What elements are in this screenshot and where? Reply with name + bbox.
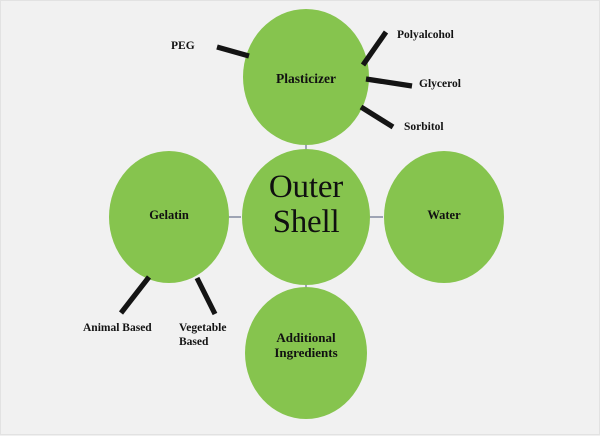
node-circle-plasticizer[interactable] bbox=[243, 9, 369, 145]
branch-line-vegetable-based bbox=[194, 276, 218, 316]
node-additional-ingredients[interactable] bbox=[245, 287, 367, 419]
node-outer-shell[interactable] bbox=[242, 149, 370, 285]
node-plasticizer[interactable] bbox=[243, 9, 369, 145]
branch-line-polyalcohol bbox=[360, 30, 389, 67]
branch-line-animal-based bbox=[118, 275, 152, 315]
node-gelatin[interactable] bbox=[109, 151, 229, 283]
node-water[interactable] bbox=[384, 151, 504, 283]
node-circle-water[interactable] bbox=[384, 151, 504, 283]
branch-line-peg bbox=[216, 44, 250, 59]
node-circle-gelatin[interactable] bbox=[109, 151, 229, 283]
branch-line-glycerol bbox=[365, 76, 413, 89]
node-circle-additional-ingredients[interactable] bbox=[245, 287, 367, 419]
node-circle-center-outer-shell[interactable] bbox=[242, 149, 370, 285]
branch-line-sorbitol bbox=[359, 104, 395, 130]
